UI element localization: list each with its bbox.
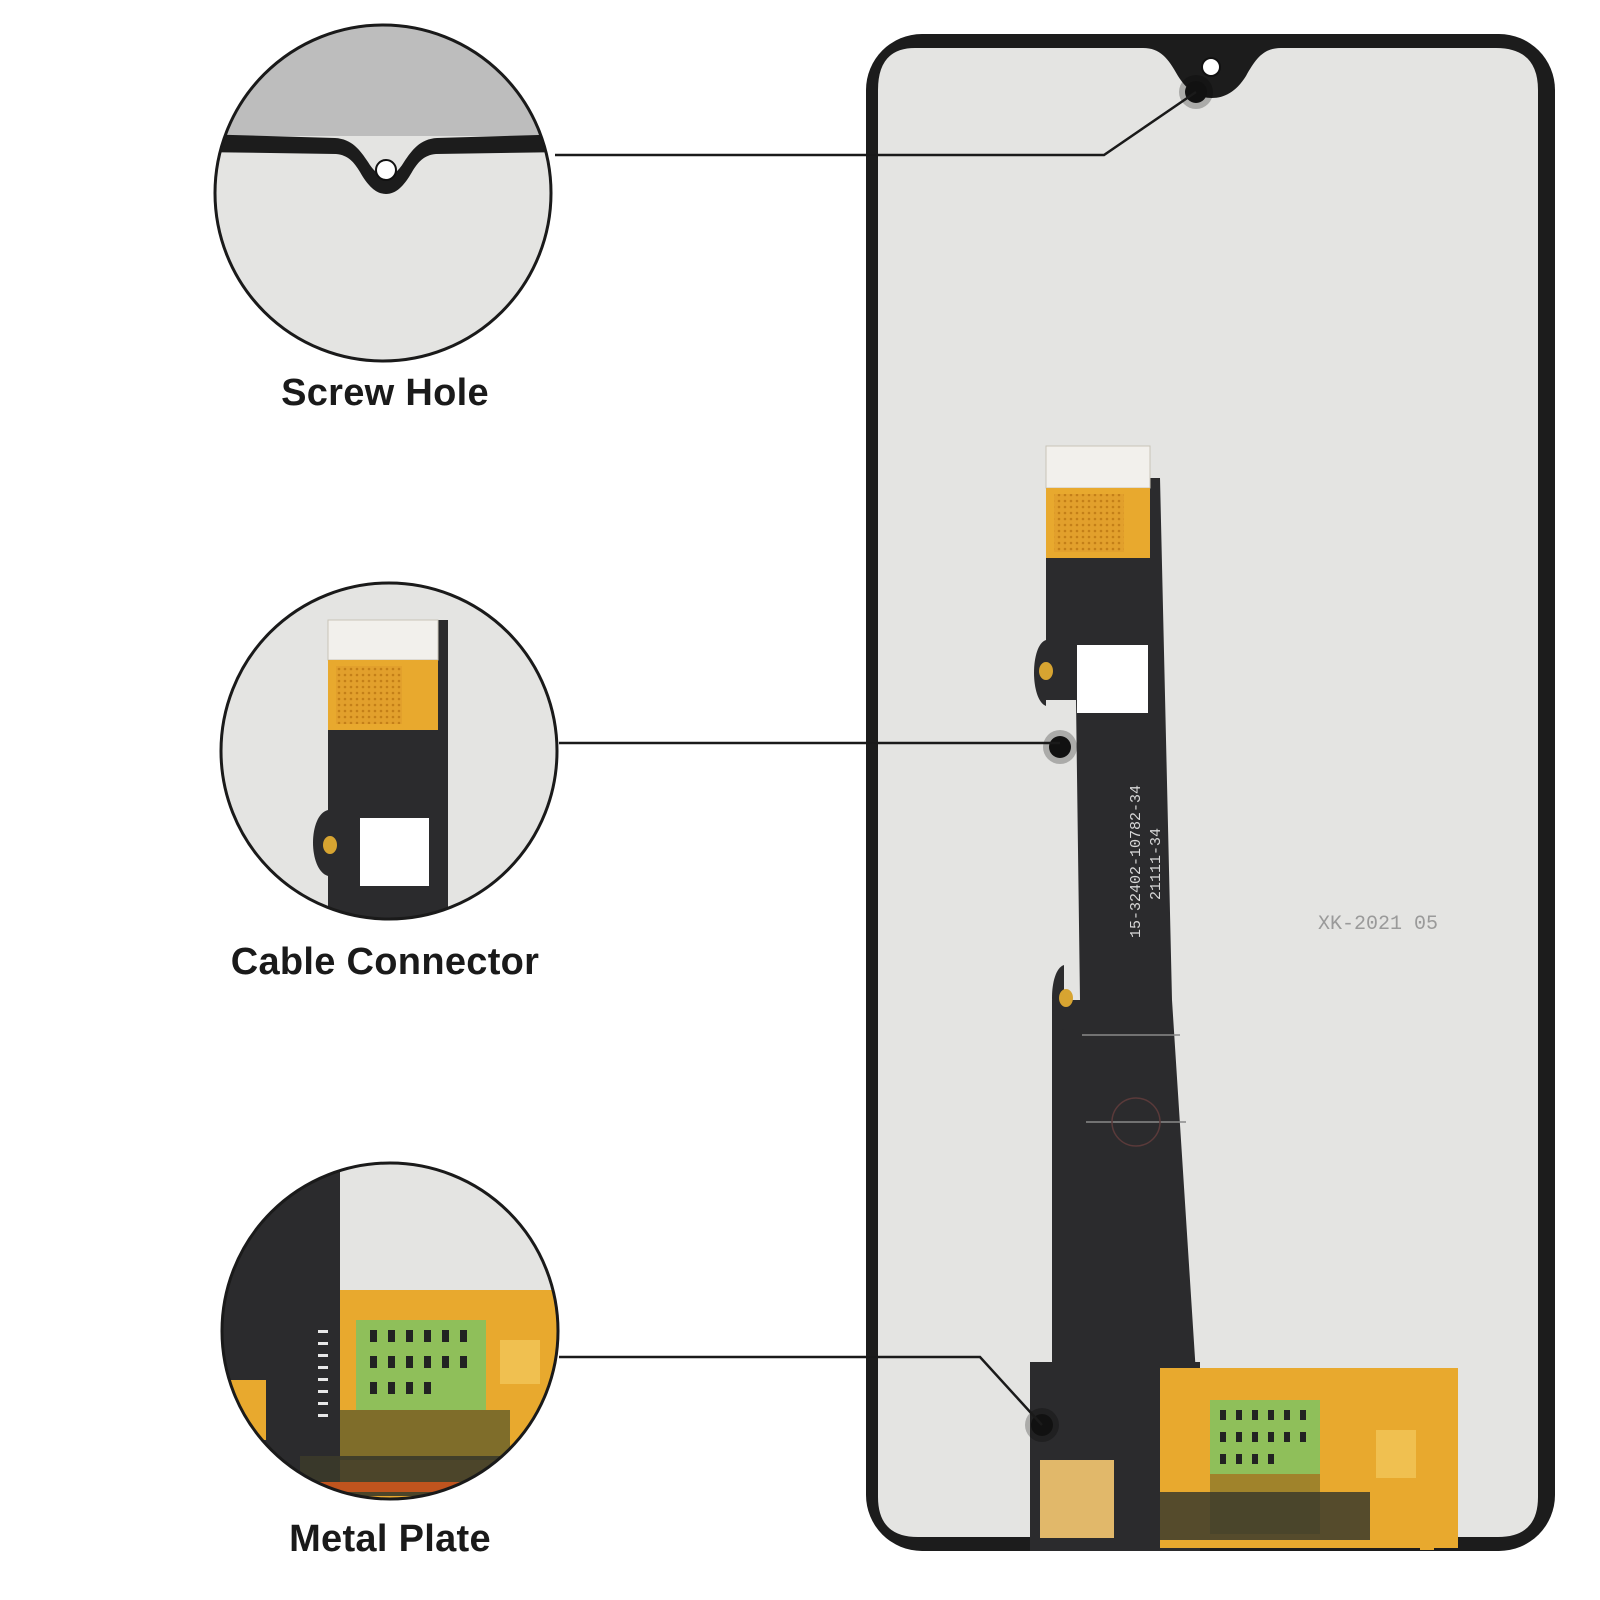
date-code: XK-2021 05 bbox=[1318, 913, 1438, 936]
metal-plate-label: Metal Plate bbox=[289, 1518, 491, 1560]
callout-screw-hole-magnifier bbox=[213, 23, 553, 363]
callout-metal-plate-magnifier bbox=[220, 1161, 560, 1501]
lcd-panel: 15-32402-10782-34 21111-34 X bbox=[866, 34, 1555, 1551]
leader-lines bbox=[555, 90, 1197, 1426]
screw-hole-zoom bbox=[375, 159, 397, 181]
part-number-line1: 15-32402-10782-34 bbox=[1128, 785, 1145, 938]
part-number-line2: 21111-34 bbox=[1148, 828, 1165, 900]
screw-hole-label: Screw Hole bbox=[281, 372, 489, 414]
flex-cable: 15-32402-10782-34 21111-34 bbox=[1030, 445, 1200, 1551]
bottom-pcb bbox=[1040, 1368, 1458, 1550]
cable-connector-label: Cable Connector bbox=[230, 941, 540, 983]
lcd-display-area bbox=[878, 48, 1538, 1537]
leader-line-screw-hole bbox=[555, 90, 1197, 157]
leader-line-metal-plate bbox=[559, 1355, 1043, 1426]
screw-hole bbox=[1201, 57, 1221, 77]
callout-cable-connector-magnifier bbox=[219, 581, 559, 921]
